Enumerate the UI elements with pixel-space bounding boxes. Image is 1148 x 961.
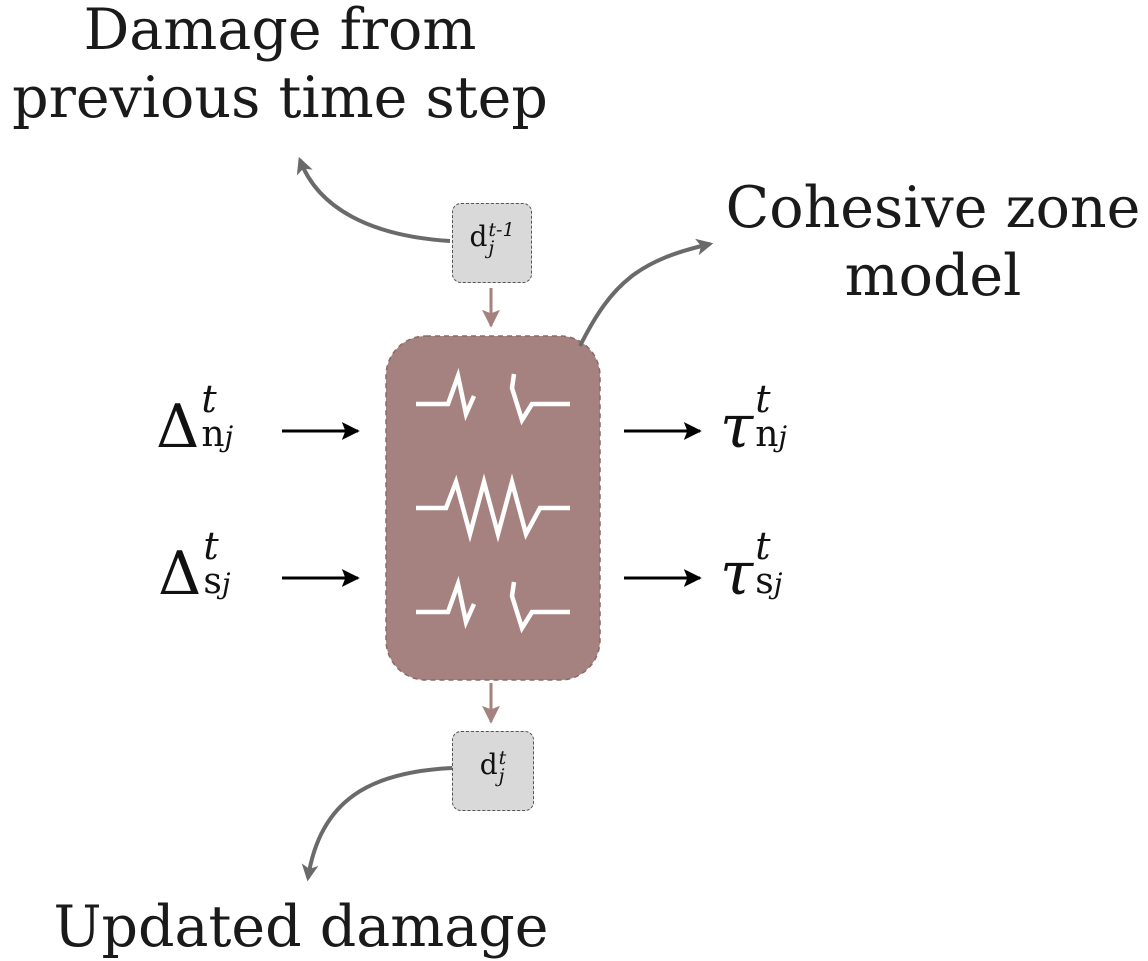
input-shear-index: j <box>221 567 231 600</box>
output-shear-sub: s <box>755 561 774 602</box>
damage-previous-sup: t-1 <box>488 219 515 241</box>
output-shear-symbol: τ <box>720 539 754 609</box>
output-normal-sub: n <box>755 414 779 455</box>
link-arrow-updated-damage <box>301 766 453 882</box>
spring-symbols <box>416 367 570 634</box>
output-shear-index: j <box>773 567 783 600</box>
caption-updated-damage-line: Updated damage <box>53 894 549 960</box>
damage-updated-sub: j <box>498 765 505 787</box>
caption-previous-damage-line-1: Damage from <box>83 0 477 63</box>
caption-updated-damage: Updated damage <box>36 893 566 961</box>
output-shear-sup: t <box>755 524 771 568</box>
input-shear-sup: t <box>203 524 219 568</box>
damage-previous-sub: j <box>488 237 495 259</box>
broken-spring-top-left <box>416 367 477 422</box>
damage-updated-sup: t <box>498 747 507 769</box>
caption-model: Cohesive zone model <box>718 174 1148 310</box>
link-arrow-previous-damage <box>296 156 451 243</box>
damage-updated-symbol: d <box>479 748 498 781</box>
input-normal-symbol: Δ <box>156 392 200 462</box>
input-normal-sub: n <box>201 414 225 455</box>
output-normal-index: j <box>778 420 788 453</box>
caption-previous-damage-line-2: previous time step <box>12 65 548 131</box>
broken-spring-top-right <box>509 373 570 426</box>
output-normal-sup: t <box>755 377 771 421</box>
output-normal-symbol: τ <box>720 392 754 462</box>
intact-spring <box>416 473 570 543</box>
caption-previous-damage: Damage from previous time step <box>0 0 560 132</box>
input-normal-index: j <box>224 420 234 453</box>
input-shear-sub: s <box>203 561 222 602</box>
broken-spring-bottom-left <box>416 575 477 630</box>
broken-spring-bottom-right <box>509 581 570 634</box>
caption-model-line-1: Cohesive zone <box>725 175 1141 241</box>
caption-model-line-2: model <box>844 243 1022 309</box>
link-arrow-model <box>578 238 714 347</box>
input-shear-symbol: Δ <box>158 539 202 609</box>
damage-previous-symbol: d <box>469 220 488 253</box>
input-normal-sup: t <box>201 377 217 421</box>
